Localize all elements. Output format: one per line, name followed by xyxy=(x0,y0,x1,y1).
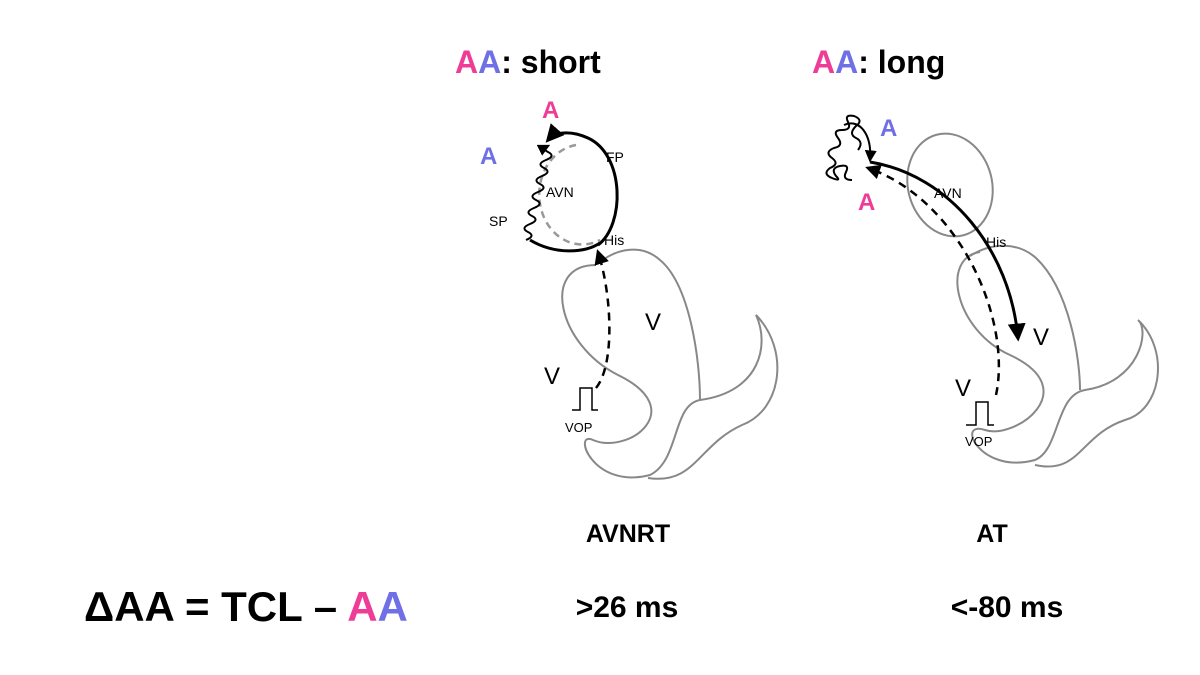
sp-label: SP xyxy=(489,213,508,229)
avn-oval xyxy=(906,132,994,238)
his-connector xyxy=(529,238,601,253)
retrograde-dashed-arrow xyxy=(594,249,611,389)
his-label: His xyxy=(986,234,1006,250)
ventricle-outline xyxy=(561,264,779,480)
heading-a-blue: A xyxy=(835,44,859,80)
avnrt-caption: AVNRT xyxy=(585,520,671,548)
his-bundle-outline xyxy=(599,248,701,401)
avnrt-value: >26 ms xyxy=(575,591,679,624)
avn-label: AVN xyxy=(934,185,962,201)
formula-prefix: ΔAA = TCL – xyxy=(84,583,348,630)
v-label-right: V xyxy=(1033,324,1049,351)
heading-a-pink: A xyxy=(812,44,836,80)
heading-a-blue: A xyxy=(478,44,502,80)
at-diagram: A A AVN His V V VOP xyxy=(825,114,1159,468)
ventricle-outline xyxy=(956,251,1159,468)
vop-label: VOP xyxy=(565,420,592,435)
heading-text: : short xyxy=(501,44,601,80)
left-heading: AA: short xyxy=(455,46,601,78)
his-label: His xyxy=(604,232,624,248)
antegrade-solid-arrow xyxy=(869,160,1026,342)
atrial-focus-wavy-loop xyxy=(825,114,862,181)
at-caption: AT xyxy=(976,520,1008,548)
retrograde-dashed-arrow xyxy=(865,164,1001,396)
slow-pathway-wavy-arrow xyxy=(523,144,553,241)
his-bundle-outline xyxy=(969,244,1081,391)
avn-label: AVN xyxy=(546,184,574,200)
a-label-left: A xyxy=(480,143,497,170)
vop-label: VOP xyxy=(965,434,992,449)
at-value: <-80 ms xyxy=(950,591,1064,624)
a-label-top: A xyxy=(880,115,897,142)
a-label-bottom: A xyxy=(858,189,875,216)
v-label-right: V xyxy=(645,309,661,336)
right-heading: AA: long xyxy=(812,46,945,78)
formula-a-blue: A xyxy=(377,583,408,630)
pacing-pulse xyxy=(572,387,598,411)
v-label-left: V xyxy=(544,363,560,390)
pacing-pulse xyxy=(966,401,994,426)
formula-a-pink: A xyxy=(347,583,378,630)
avn-circle-dashed xyxy=(538,143,601,246)
a-label-top: A xyxy=(542,97,559,124)
v-label-left: V xyxy=(955,375,971,402)
atrial-focus-arrow xyxy=(843,122,877,163)
avnrt-diagram: A A FP AVN SP His V V VOP xyxy=(480,97,779,480)
fast-pathway-arrow xyxy=(545,123,619,247)
heading-a-pink: A xyxy=(455,44,479,80)
fp-label: FP xyxy=(606,149,624,165)
heading-text: : long xyxy=(858,44,946,80)
delta-aa-formula: ΔAA = TCL – AA xyxy=(84,586,408,628)
